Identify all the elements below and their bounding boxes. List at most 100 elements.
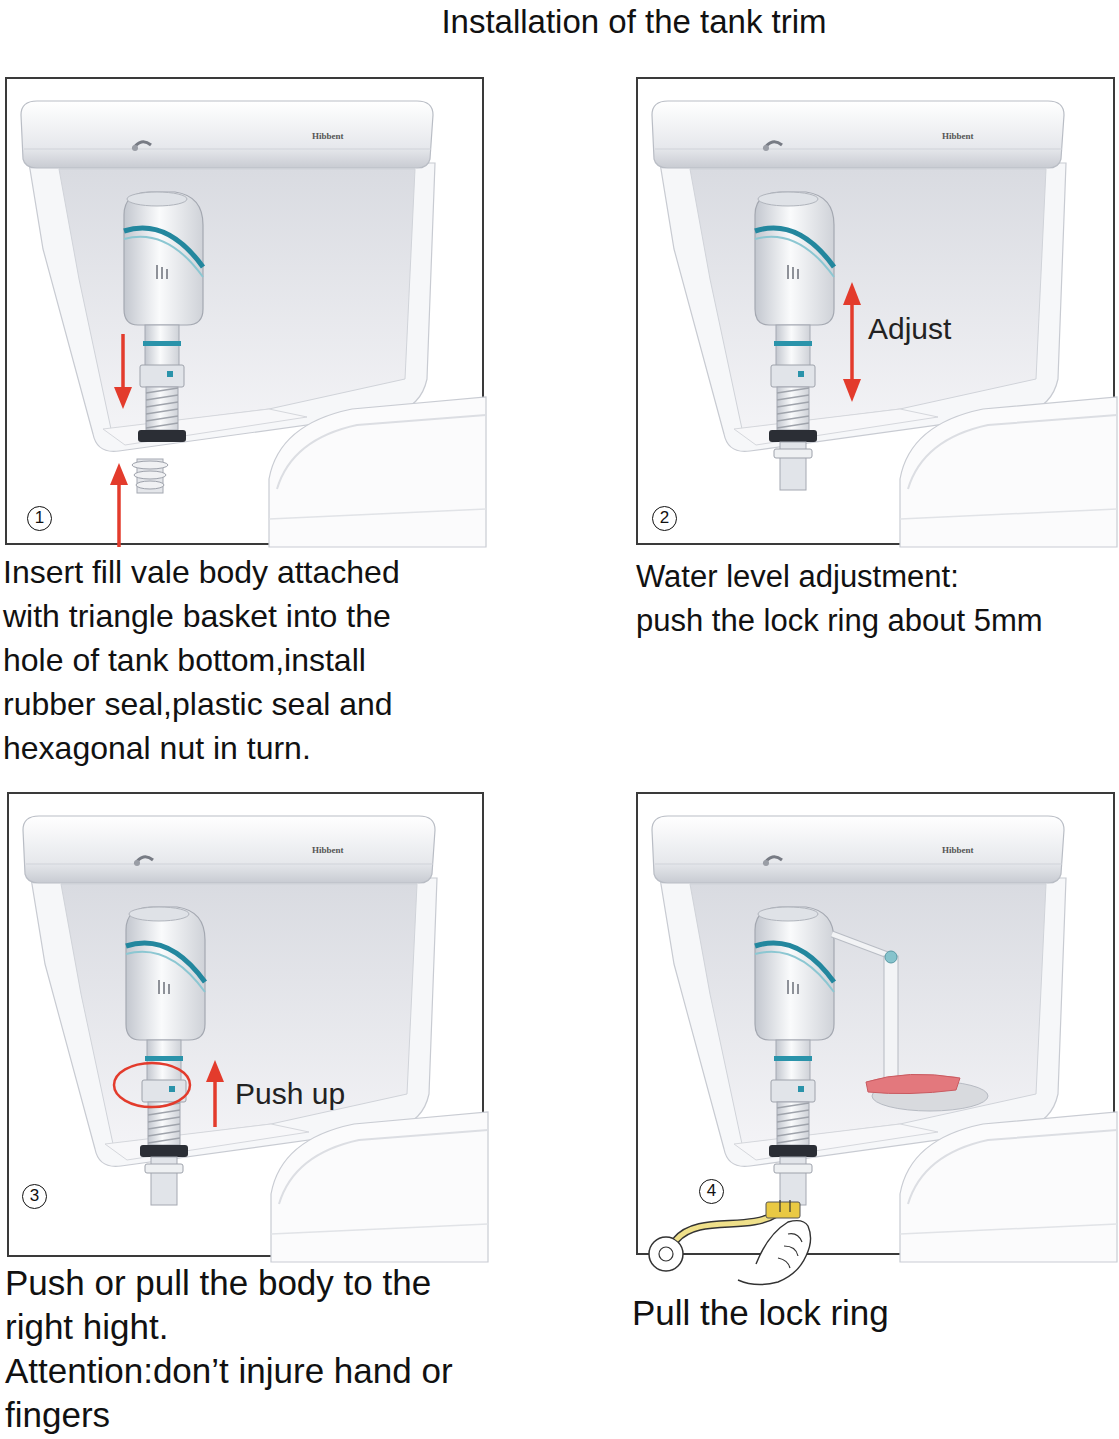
flush-handle-knob — [763, 145, 769, 151]
valve-cap — [758, 907, 818, 921]
fill-valve-head — [755, 907, 834, 1040]
thread-line — [777, 1131, 809, 1136]
brand-mark: Hibbent — [942, 131, 974, 141]
threaded-body — [146, 387, 178, 430]
threaded-body — [777, 1102, 809, 1145]
shutoff-valve — [649, 1237, 683, 1271]
hand — [738, 1221, 811, 1285]
lid-edge — [655, 149, 1062, 150]
hand-finger — [778, 1234, 802, 1268]
thread-line — [148, 1117, 180, 1122]
threaded-body — [777, 387, 809, 430]
base-gasket — [138, 430, 186, 442]
seat-lid-edge — [277, 415, 486, 489]
red-arrow-head — [843, 379, 861, 402]
page-title: Installation of the tank trim — [0, 2, 1119, 42]
washer — [134, 471, 166, 479]
callout-label: Adjust — [868, 311, 951, 347]
thread-line — [777, 395, 809, 400]
base-gasket — [769, 430, 817, 442]
valve-cap — [758, 192, 818, 206]
lock-ring-tab — [798, 371, 804, 377]
step-panel: Insert fill vale body attached with tria… — [5, 77, 484, 545]
lock-ring-tab — [798, 1086, 804, 1092]
callout-number: 1 — [27, 506, 52, 531]
tank-interior — [690, 169, 1046, 429]
seat-lid-edge — [908, 1130, 1117, 1204]
valve-cap — [129, 907, 189, 921]
thread-line — [148, 1131, 180, 1136]
tank-interior — [690, 884, 1046, 1144]
thread-line — [148, 1124, 180, 1129]
brand-mark: Hibbent — [312, 131, 344, 141]
fill-valve-head — [124, 192, 203, 325]
thread-line — [777, 388, 809, 393]
lid-edge — [26, 864, 433, 865]
thread-line — [777, 416, 809, 421]
teal-stripe — [124, 237, 203, 277]
red-arrow-head — [114, 387, 132, 409]
lock-ring — [140, 365, 184, 387]
flush-handle-knob — [763, 860, 769, 866]
tank-floor — [103, 409, 307, 445]
lock-ring — [142, 1080, 186, 1102]
tank-lid — [652, 101, 1064, 168]
thread-line — [146, 388, 178, 393]
vent-slit — [166, 269, 168, 279]
vent-slit — [787, 980, 789, 994]
supply-hose — [676, 1214, 776, 1240]
red-arrow-head — [110, 463, 128, 485]
shutoff-valve — [659, 1247, 673, 1261]
seat-lid — [900, 397, 1117, 547]
vent-slit — [156, 265, 158, 279]
lock-ring-tab — [167, 371, 173, 377]
step-panel: Push or pull the body to the right hight… — [7, 792, 484, 1257]
fill-valve-head — [126, 907, 205, 1040]
thread-line — [148, 1138, 180, 1143]
thread-line — [148, 1110, 180, 1115]
seat-lid — [271, 1112, 488, 1262]
shank-nut — [774, 449, 812, 458]
washer — [132, 461, 168, 469]
threaded-body — [148, 1102, 180, 1145]
vent-slit — [158, 980, 160, 994]
vent-slit — [163, 982, 165, 994]
tank-interior — [61, 884, 417, 1144]
red-arrow-shaft — [117, 481, 121, 547]
tank-floor — [105, 1124, 309, 1160]
shaft-ring — [143, 341, 181, 346]
thread-line — [777, 1103, 809, 1108]
thread-line — [146, 395, 178, 400]
lock-ring-tab — [169, 1086, 175, 1092]
step-panel: Water level adjustment:push the lock rin… — [636, 77, 1115, 545]
thread-line — [777, 409, 809, 414]
thread-line — [777, 1138, 809, 1143]
flush-handle-knob — [134, 860, 140, 866]
refill-tube — [832, 934, 893, 957]
red-arrow-shaft — [213, 1078, 217, 1127]
step-caption: Insert fill vale body attached with tria… — [3, 550, 448, 770]
lid-edge — [24, 149, 431, 150]
step-panel: Pull the lock ringHibbent4 — [636, 792, 1115, 1255]
vent-slit — [792, 267, 794, 279]
shaft-ring — [145, 1056, 183, 1061]
toilet-illustration — [652, 101, 1117, 547]
step-caption: Pull the lock ring — [632, 1291, 1112, 1335]
brand-mark: Hibbent — [312, 845, 344, 855]
callout-number: 4 — [699, 1179, 724, 1204]
tank-floor — [734, 409, 938, 445]
teal-stripe — [755, 952, 834, 992]
red-arrow-head — [843, 282, 861, 305]
seat-lid-edge — [908, 415, 1117, 489]
valve-cap — [127, 192, 187, 206]
thread-line — [777, 1117, 809, 1122]
overflow-pipe — [884, 956, 898, 1080]
vent-slit — [792, 982, 794, 994]
pipe-cap — [885, 951, 897, 963]
seat-lid-edge — [900, 509, 1117, 519]
thread-line — [146, 402, 178, 407]
shank-nut — [145, 1164, 183, 1173]
tank-lid — [21, 101, 433, 168]
washer — [136, 481, 164, 489]
lock-ring — [771, 1080, 815, 1102]
